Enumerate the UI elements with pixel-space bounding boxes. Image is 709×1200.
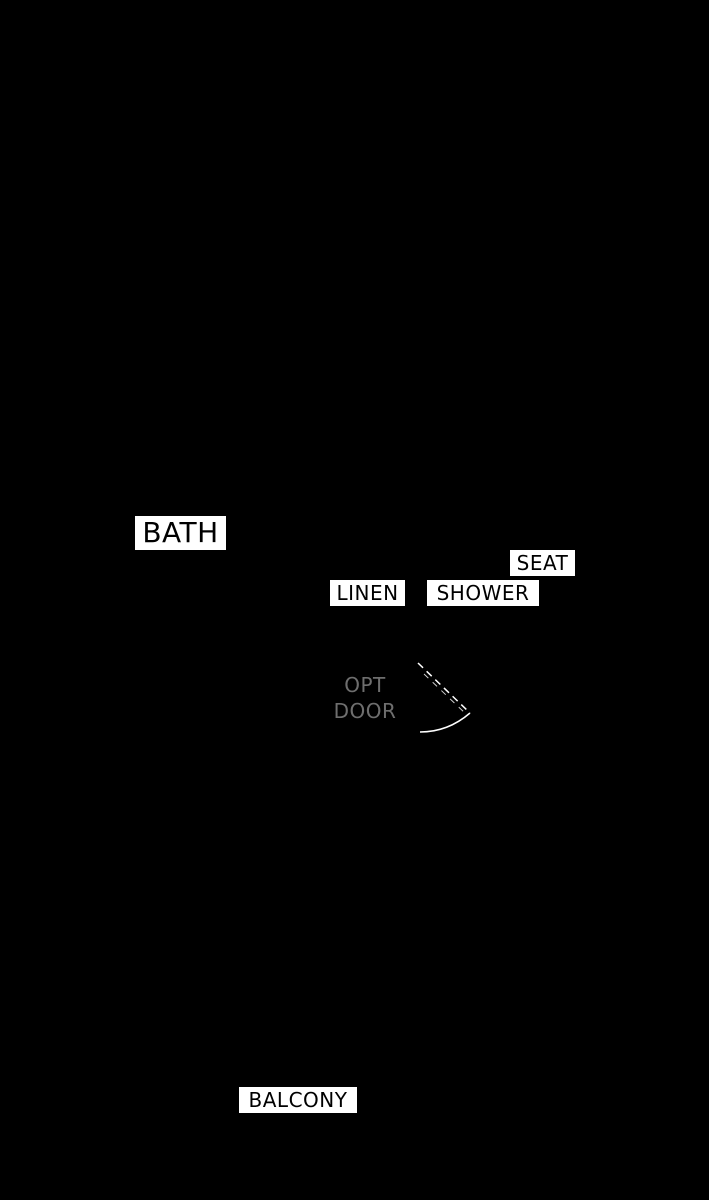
fixture-label-seat: SEAT	[510, 550, 575, 576]
room-label-shower: SHOWER	[427, 580, 539, 606]
optional-door-note-line2: DOOR	[333, 699, 397, 723]
door-leaf-dashed	[417, 662, 471, 714]
door-leaf-dashed-inner	[423, 673, 467, 715]
optional-door-note: OPT DOOR	[320, 672, 410, 724]
room-label-bath: BATH	[135, 516, 226, 550]
optional-door-note-line1: OPT	[344, 673, 386, 697]
room-label-balcony: BALCONY	[239, 1087, 357, 1113]
room-label-linen: LINEN	[330, 580, 405, 606]
door-swing-arc	[419, 712, 471, 733]
